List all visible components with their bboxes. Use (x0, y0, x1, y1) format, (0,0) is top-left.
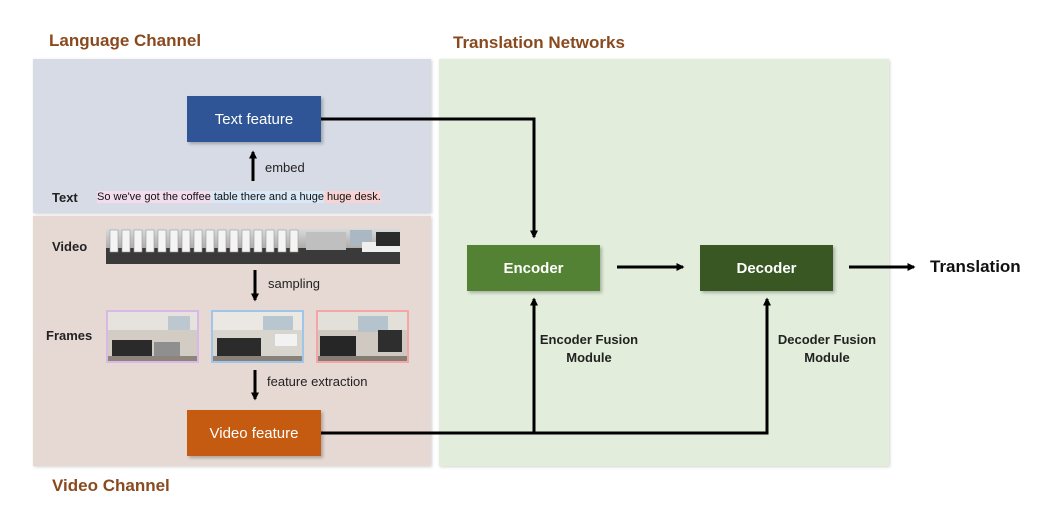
translation-output-label: Translation (930, 257, 1021, 276)
text-feature-box: Text feature (187, 96, 321, 142)
video-feature-box: Video feature (187, 410, 321, 456)
video-strip-image (106, 228, 400, 264)
decoder-fusion-module-label: Decoder Fusion Module (768, 331, 886, 367)
translation-networks-title: Translation Networks (453, 33, 625, 52)
language-channel-title: Language Channel (49, 31, 202, 50)
decoder-box: Decoder (700, 245, 833, 291)
encoder-fusion-module-label: Encoder Fusion Module (530, 331, 648, 367)
text-to-encoder-line (321, 117, 538, 239)
sentence-part-2: table there and a huge (210, 191, 324, 203)
decoder-fusion-line-1: Decoder Fusion (777, 332, 877, 347)
frame-1-image (108, 312, 197, 361)
text-row-label: Text (52, 190, 78, 205)
video-row-label: Video (52, 239, 88, 254)
frame-2 (211, 310, 304, 363)
frames-row-label: Frames (46, 328, 93, 343)
decoder-fusion-line-2: Module (804, 350, 850, 365)
video-channel-title: Video Channel (52, 476, 170, 495)
frame-3-image (318, 312, 407, 361)
video-to-decoder-line (534, 297, 771, 435)
sentence-part-1: So we've got the coffee (97, 191, 211, 203)
frame-3 (316, 310, 409, 363)
encoder-fusion-line-2: Module (566, 350, 612, 365)
sentence-part-3: huge desk. (323, 191, 381, 203)
frame-1 (106, 310, 199, 363)
feature-extraction-label: feature extraction (267, 374, 368, 389)
encoder-fusion-line-1: Encoder Fusion (539, 332, 639, 347)
frame-2-image (213, 312, 302, 361)
embed-label: embed (265, 160, 305, 175)
text-sentence: So we've got the coffee table there and … (97, 191, 381, 203)
sampling-label: sampling (268, 276, 321, 291)
encoder-box: Encoder (467, 245, 600, 291)
